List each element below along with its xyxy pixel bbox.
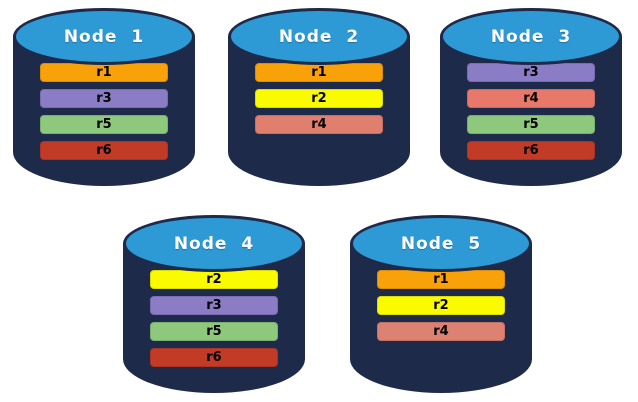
replica-list: r1 r3 r5 r6 (13, 63, 195, 160)
node-label: Node 5 (400, 233, 482, 254)
node-cylinder-5: r1 r2 r4 Node 5 (350, 215, 532, 393)
replica-bar: r4 (377, 322, 505, 341)
cylinder-top: Node 4 (123, 215, 305, 272)
replica-bar: r2 (150, 270, 278, 289)
node-cylinder-4: r2 r3 r5 r6 Node 4 (123, 215, 305, 393)
replica-bar: r1 (377, 270, 505, 289)
replica-list: r1 r2 r4 (350, 270, 532, 341)
replica-list: r2 r3 r5 r6 (123, 270, 305, 367)
node-label: Node 2 (278, 26, 360, 47)
cylinder-top: Node 1 (13, 8, 195, 65)
replica-bar: r3 (150, 296, 278, 315)
replica-bar: r5 (467, 115, 595, 134)
replica-bar: r3 (467, 63, 595, 82)
replica-bar: r1 (40, 63, 168, 82)
node-cylinder-2: r1 r2 r4 Node 2 (228, 8, 410, 186)
cylinder-top: Node 3 (440, 8, 622, 65)
replica-bar: r2 (377, 296, 505, 315)
node-label: Node 4 (173, 233, 255, 254)
cylinder-top: Node 5 (350, 215, 532, 272)
node-label: Node 1 (63, 26, 145, 47)
replica-bar: r6 (467, 141, 595, 160)
node-cylinder-3: r3 r4 r5 r6 Node 3 (440, 8, 622, 186)
node-label: Node 3 (490, 26, 572, 47)
replica-list: r1 r2 r4 (228, 63, 410, 134)
replica-list: r3 r4 r5 r6 (440, 63, 622, 160)
node-cylinder-1: r1 r3 r5 r6 Node 1 (13, 8, 195, 186)
replica-bar: r1 (255, 63, 383, 82)
replica-bar: r4 (255, 115, 383, 134)
replica-bar: r5 (40, 115, 168, 134)
cylinder-top: Node 2 (228, 8, 410, 65)
replica-bar: r6 (150, 348, 278, 367)
replica-bar: r5 (150, 322, 278, 341)
replica-bar: r3 (40, 89, 168, 108)
replica-bar: r2 (255, 89, 383, 108)
replica-bar: r4 (467, 89, 595, 108)
replica-bar: r6 (40, 141, 168, 160)
